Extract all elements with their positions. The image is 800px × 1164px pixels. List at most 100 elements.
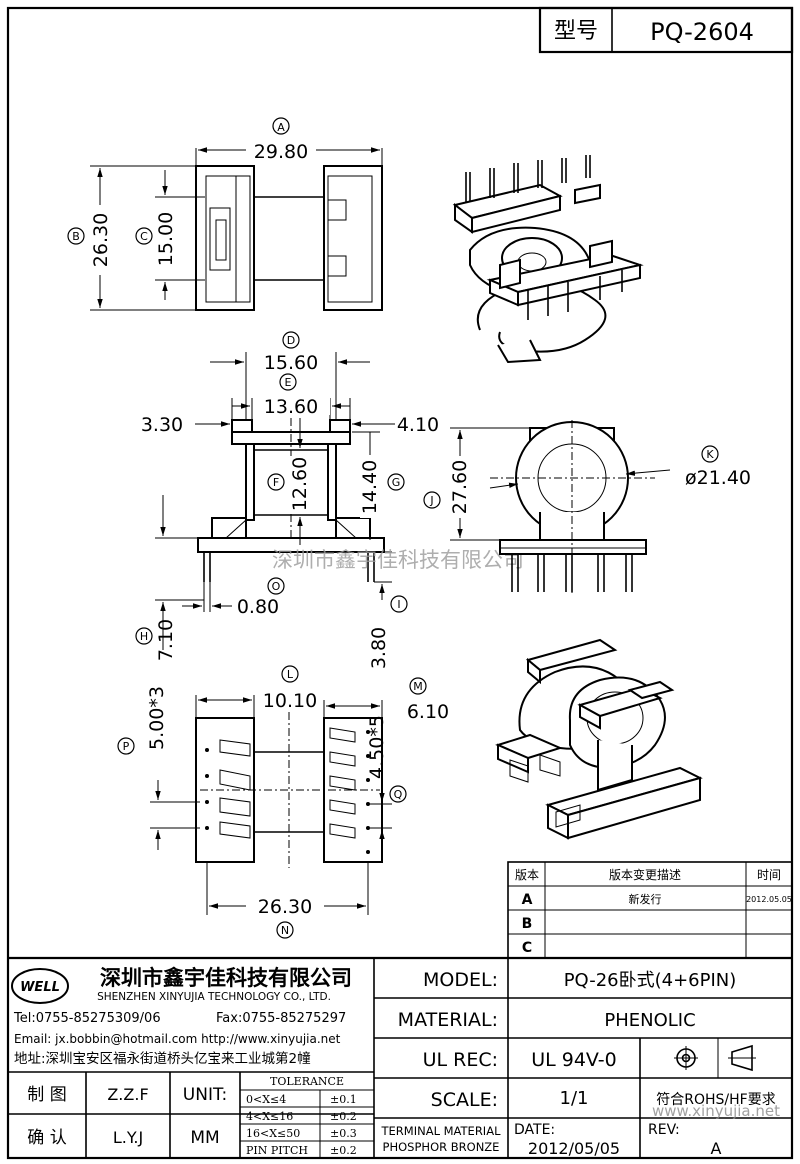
title-block: WELL 深圳市鑫宇佳科技有限公司 SHENZHEN XINYUJIA TECH… bbox=[8, 956, 792, 1158]
side-view: 27.60 J ø21.40 K bbox=[423, 420, 751, 595]
terminal-label: TERMINAL MATERIAL bbox=[381, 1124, 502, 1138]
dim-o-marker bbox=[267, 577, 285, 595]
dim-m-letter: M bbox=[413, 680, 423, 693]
rev-label: REV: bbox=[648, 1122, 680, 1138]
logo-text: WELL bbox=[20, 980, 60, 995]
model-label: MODEL: bbox=[423, 969, 498, 991]
dim-b-value: 26.30 bbox=[90, 213, 112, 267]
dim-j-value: 27.60 bbox=[449, 460, 471, 514]
tol-value-3: ±0.3 bbox=[330, 1127, 357, 1140]
dim-j-letter: J bbox=[429, 494, 433, 507]
company-name-en: SHENZHEN XINYUJIA TECHNOLOGY CO., LTD. bbox=[97, 991, 331, 1003]
dim-h-marker bbox=[135, 627, 153, 645]
company-logo: WELL bbox=[11, 968, 69, 1004]
terminal-value: PHOSPHOR BRONZE bbox=[383, 1140, 500, 1154]
dim-i-marker bbox=[390, 595, 408, 613]
projection-symbol bbox=[674, 1044, 756, 1072]
top-view: A 29.80 26.30 B 15.00 C bbox=[67, 117, 383, 311]
ulrec-value: UL 94V-0 bbox=[531, 1049, 617, 1071]
dim-f-value: 12.60 bbox=[289, 457, 311, 511]
dim-h-value: 7.10 bbox=[155, 619, 177, 661]
scale-value: 1/1 bbox=[560, 1088, 589, 1109]
dim-p-marker bbox=[117, 737, 135, 755]
dim-m-marker bbox=[409, 677, 427, 695]
iso-view-top bbox=[452, 155, 644, 364]
dim-k-marker bbox=[701, 445, 719, 463]
dim-a-marker bbox=[272, 117, 290, 135]
tol-value-1: ±0.1 bbox=[330, 1093, 357, 1106]
dim-e-marker bbox=[279, 373, 297, 391]
drawn-value: Z.Z.F bbox=[107, 1085, 148, 1104]
rev-row-a-desc: 新发行 bbox=[629, 892, 662, 906]
dim-q-marker bbox=[389, 785, 407, 803]
header-model-value: PQ-2604 bbox=[650, 18, 754, 46]
ulrec-label: UL REC: bbox=[423, 1049, 498, 1071]
iso-view-bottom bbox=[495, 638, 703, 840]
header-model-label: 型号 bbox=[554, 19, 598, 44]
tol-value-4: ±0.2 bbox=[330, 1144, 357, 1157]
dim-d-letter: D bbox=[287, 334, 295, 347]
dim-d-value: 15.60 bbox=[264, 352, 318, 374]
tol-range-4: PIN PITCH bbox=[246, 1144, 308, 1157]
date-value: 2012/05/05 bbox=[528, 1139, 620, 1158]
dim-l-value: 10.10 bbox=[263, 690, 317, 712]
watermark-center: 深圳市鑫宇佳科技有限公司 bbox=[272, 548, 524, 572]
dim-a-value: 29.80 bbox=[254, 141, 308, 163]
dim-k-value: ø21.40 bbox=[685, 467, 751, 489]
dim-f-letter: F bbox=[273, 476, 279, 489]
dim-d-marker bbox=[282, 331, 300, 349]
rohs-note: 符合ROHS/HF要求 bbox=[656, 1092, 775, 1108]
dim-c-letter: C bbox=[140, 230, 148, 243]
dim-o-value: 0.80 bbox=[237, 596, 279, 618]
revision-table: 版本 版本变更描述 时间 A 新发行 2012.05.05 B C bbox=[507, 861, 793, 959]
rev-row-c-version: C bbox=[522, 940, 532, 956]
rev-header-version: 版本 bbox=[515, 868, 539, 882]
material-label: MATERIAL: bbox=[398, 1009, 498, 1031]
dim-g-value: 14.40 bbox=[359, 460, 381, 514]
date-label: DATE: bbox=[514, 1122, 555, 1138]
rev-row-a-version: A bbox=[522, 892, 533, 908]
dim-i-value: 3.80 bbox=[368, 627, 390, 669]
rev-header-date: 时间 bbox=[757, 868, 781, 882]
dim-n-marker bbox=[276, 921, 294, 939]
dim-q-letter: Q bbox=[394, 788, 403, 801]
material-value: PHENOLIC bbox=[604, 1010, 695, 1031]
unit-label: UNIT: bbox=[183, 1085, 227, 1105]
dim-b-letter: B bbox=[72, 230, 80, 243]
dim-j-marker bbox=[423, 491, 441, 509]
dim-n-letter: N bbox=[281, 924, 289, 937]
tolerance-title: TOLERANCE bbox=[270, 1075, 344, 1088]
front-view: 15.60 D 13.60 E 3.30 4.10 12.60 F 14.40 bbox=[135, 331, 439, 669]
rev-row-a-date: 2012.05.05 bbox=[746, 895, 792, 904]
dim-e-letter: E bbox=[285, 376, 292, 389]
checked-value: L.Y.J bbox=[113, 1128, 143, 1147]
checked-label: 确 认 bbox=[27, 1128, 66, 1148]
company-tel: Tel:0755-85275309/06 bbox=[13, 1011, 161, 1026]
dim-l-letter: L bbox=[287, 668, 294, 681]
model-value: PQ-26卧式(4+6PIN) bbox=[564, 970, 737, 991]
tol-range-3: 16<X≤50 bbox=[246, 1127, 300, 1140]
sheet-border bbox=[6, 6, 794, 1160]
dim-e-value: 13.60 bbox=[264, 396, 318, 418]
dim-p-value: 5.00*3 bbox=[146, 686, 168, 750]
dim-l-marker bbox=[281, 665, 299, 683]
company-name-cn: 深圳市鑫宇佳科技有限公司 bbox=[100, 966, 352, 990]
dim-q-value: 4.50*5 bbox=[366, 715, 388, 779]
rev-header-description: 版本变更描述 bbox=[609, 867, 681, 882]
dim-a-letter: A bbox=[277, 121, 285, 134]
tol-range-1: 0<X≤4 bbox=[246, 1093, 286, 1106]
tol-value-2: ±0.2 bbox=[330, 1110, 357, 1123]
bottom-view: 10.10 L 6.10 M 26.30 N 5.00*3 P 4.50*5 Q bbox=[117, 665, 449, 939]
dim-g-letter: G bbox=[392, 476, 401, 489]
dim-i-letter: I bbox=[397, 598, 400, 611]
tol-range-2: 4<X≤16 bbox=[246, 1110, 293, 1123]
dim-n-value: 26.30 bbox=[258, 896, 312, 918]
company-address: 地址:深圳宝安区福永街道桥头亿宝来工业城第2幢 bbox=[14, 1050, 311, 1067]
dim-m-value: 6.10 bbox=[407, 701, 449, 723]
watermark-url: www.xinyujia.net bbox=[652, 1102, 780, 1120]
rev-row-b-version: B bbox=[522, 916, 533, 932]
unit-value: MM bbox=[190, 1128, 219, 1148]
dim-f-marker bbox=[267, 473, 285, 491]
header-model-box: 型号 PQ-2604 bbox=[538, 6, 794, 54]
